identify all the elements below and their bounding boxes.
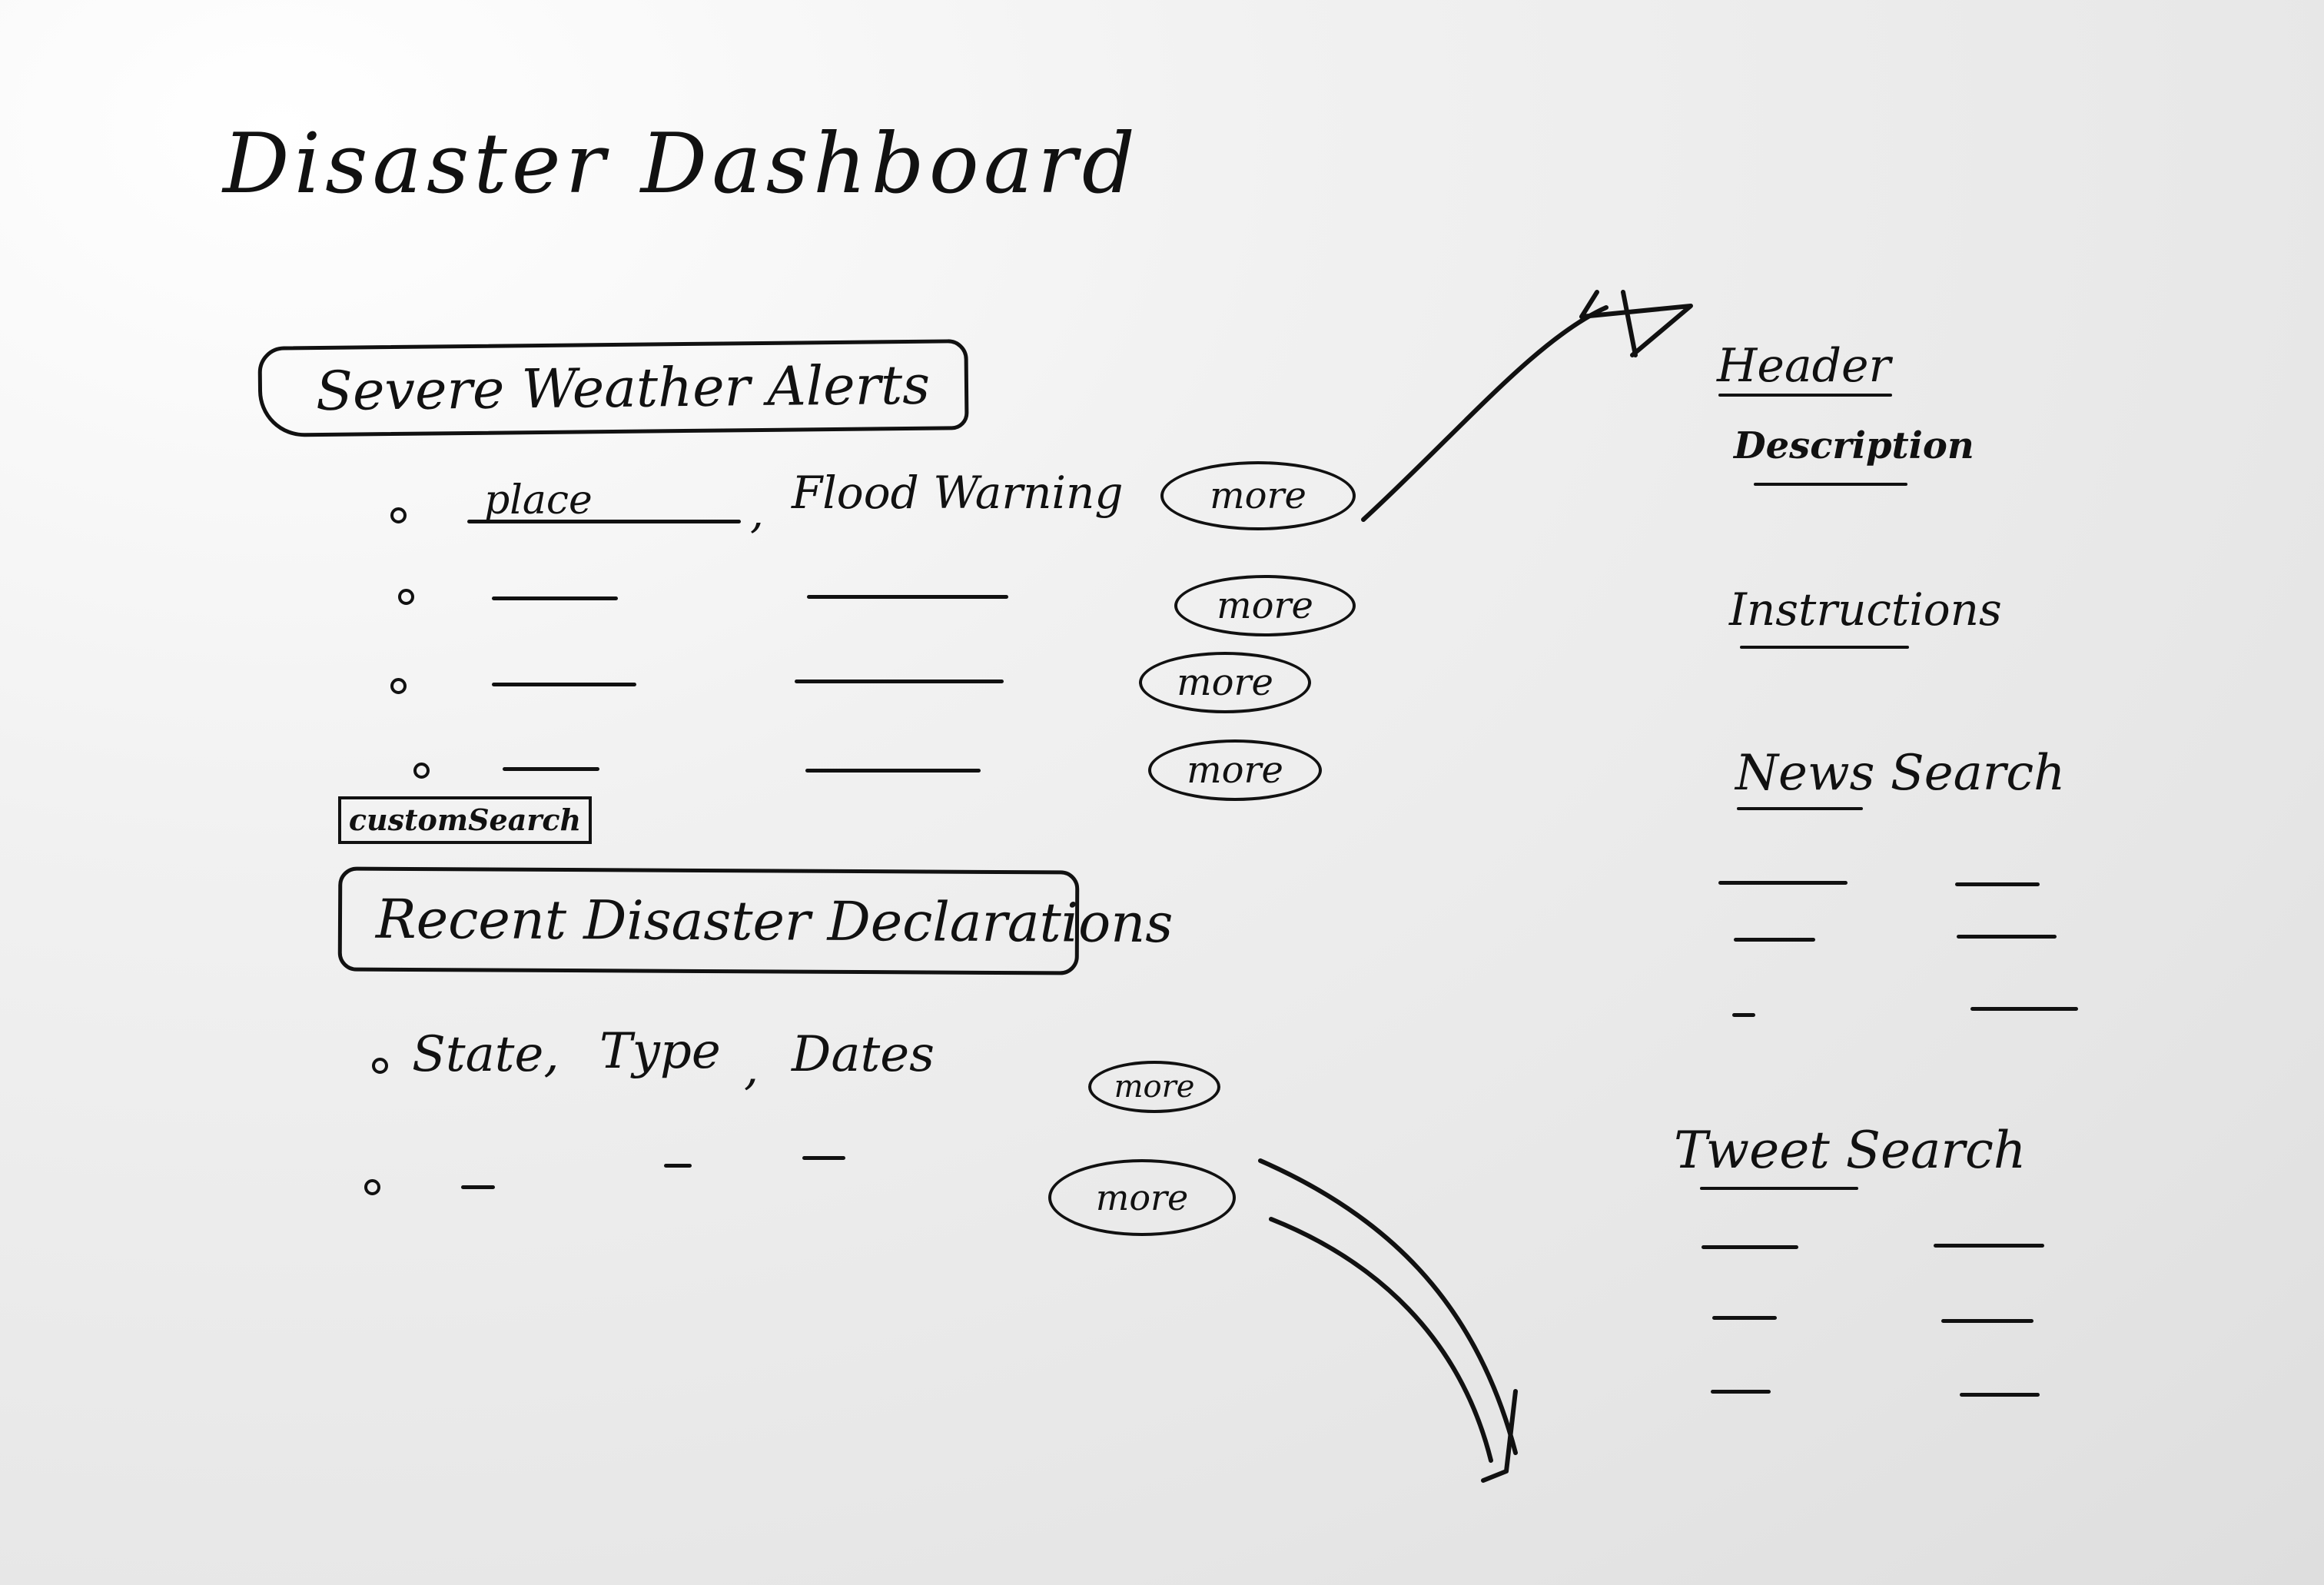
detail-header-label: Header (1717, 339, 1891, 393)
custom-search-label: customSearch (348, 802, 582, 837)
alert-row-4-more-button[interactable]: more (1148, 739, 1322, 801)
alert-row-3-bullet (390, 678, 407, 694)
news-result-row-3-left (1732, 1013, 1755, 1017)
tweet-result-row-1-right (1934, 1244, 2044, 1248)
news-search-underline (1737, 807, 1863, 810)
more-label: more (1187, 749, 1283, 792)
tweet-search-underline (1700, 1187, 1858, 1190)
alert-row-4-bullet (413, 763, 430, 779)
more-label: more (1217, 584, 1313, 627)
declaration-row-2-state-placeholder (461, 1185, 495, 1189)
tweet-result-row-2-right (1941, 1319, 2034, 1323)
alert-row-4-type-placeholder (805, 769, 981, 773)
alert-row-1-place: place (484, 477, 593, 523)
tweet-result-row-3-left (1711, 1390, 1771, 1394)
alert-row-3-type-placeholder (795, 680, 1004, 683)
tweet-search-label: Tweet Search (1674, 1121, 2027, 1180)
declaration-row-1-more-button[interactable]: more (1088, 1061, 1220, 1113)
alert-row-1-more-button[interactable]: more (1160, 461, 1356, 530)
declaration-row-2-bullet (364, 1179, 380, 1195)
alert-row-2-more-button[interactable]: more (1174, 575, 1356, 636)
declaration-row-1-separator: , (744, 1042, 759, 1095)
detail-description-label: Description (1734, 424, 1974, 467)
declaration-row-2-type-placeholder (664, 1164, 692, 1168)
alert-row-1-place-underline (467, 520, 741, 523)
custom-search-button[interactable]: customSearch (338, 796, 592, 844)
more-label: more (1114, 1069, 1195, 1105)
news-search-label: News Search (1735, 745, 2066, 802)
alert-row-1-bullet (390, 507, 407, 523)
detail-header-underline (1718, 394, 1892, 397)
declaration-row-2-more-button[interactable]: more (1048, 1159, 1236, 1236)
alert-row-1-separator: , (750, 488, 764, 538)
news-result-row-2-left (1734, 938, 1815, 942)
tweet-result-row-2-left (1712, 1316, 1777, 1320)
declaration-row-1-type: Type (599, 1023, 721, 1080)
more-label: more (1095, 1177, 1189, 1218)
detail-instructions-label: Instructions (1729, 583, 2002, 636)
arrow-to-detail-panel (1361, 305, 1609, 522)
tweet-result-row-3-right (1960, 1393, 2040, 1397)
arrow-down-outer (1258, 1158, 1518, 1455)
more-label: more (1177, 661, 1273, 704)
declaration-row-2-dates-placeholder (802, 1156, 845, 1160)
news-result-row-3-right (1970, 1007, 2078, 1011)
alert-row-2-bullet (398, 589, 414, 605)
alert-row-3-more-button[interactable]: more (1139, 652, 1311, 713)
more-label: more (1210, 474, 1306, 517)
news-result-row-2-right (1957, 935, 2057, 939)
arrowhead-detail-panel (1579, 290, 1693, 357)
alert-row-2-type-placeholder (807, 595, 1008, 599)
declaration-row-1-state: State, (412, 1026, 559, 1083)
alert-row-2-place-placeholder (492, 596, 618, 600)
news-result-row-1-left (1718, 881, 1848, 885)
alert-row-4-place-placeholder (503, 767, 599, 771)
tweet-result-row-1-left (1702, 1245, 1798, 1249)
page-title: Disaster Dashboard (223, 116, 1140, 212)
detail-instructions-underline (1740, 646, 1909, 649)
alert-row-1-type: Flood Warning (792, 467, 1124, 519)
detail-description-underline (1754, 483, 1907, 486)
arrow-down-inner (1269, 1217, 1493, 1463)
news-result-row-1-right (1955, 882, 2040, 886)
arrowhead-down (1481, 1389, 1518, 1483)
declaration-row-1-bullet (372, 1058, 388, 1074)
declaration-row-1-dates: Dates (792, 1026, 935, 1083)
alert-row-3-place-placeholder (492, 683, 636, 686)
